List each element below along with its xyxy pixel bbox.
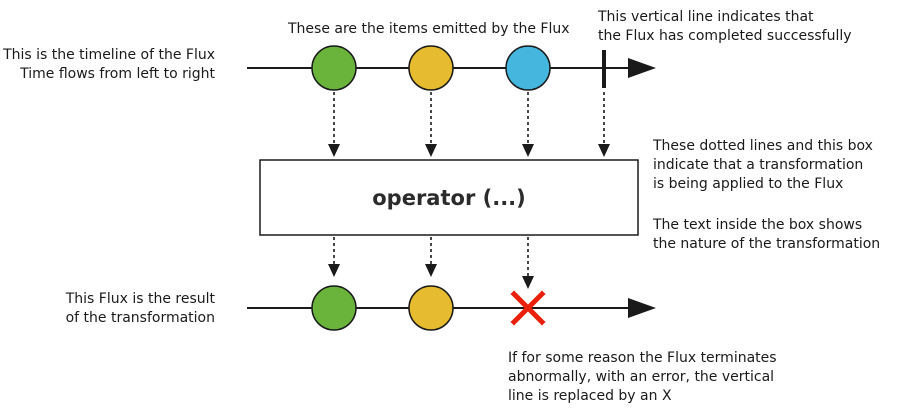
error-annotation-line: If for some reason the Flux terminates (508, 350, 777, 366)
items-annotation-line: These are the items emitted by the Flux (288, 21, 570, 37)
error-annotation: If for some reason the Flux terminates a… (508, 349, 777, 406)
operator-box (259, 159, 639, 236)
result-annotation-line: of the transformation (65, 310, 215, 326)
dotted-annotation: These dotted lines and this box indicate… (653, 137, 873, 194)
box-text-annotation-line: The text inside the box shows (653, 217, 863, 233)
input-arrowheads (328, 144, 610, 157)
completion-annotation: This vertical line indicates that the Fl… (598, 8, 852, 46)
completion-annotation-line: This vertical line indicates that (598, 9, 814, 25)
source-marble-green (311, 45, 357, 91)
dotted-annotation-line: indicate that a transformation (653, 157, 864, 173)
timeline-annotation-line: This is the timeline of the Flux (3, 47, 215, 63)
dotted-annotation-line: These dotted lines and this box (653, 138, 873, 154)
box-text-annotation-line: the nature of the transformation (653, 236, 881, 252)
error-annotation-line: abnormally, with an error, the vertical (508, 369, 775, 385)
timeline-annotation-line: Time flows from left to right (20, 66, 215, 82)
result-marble-yellow (408, 285, 454, 331)
result-timeline-arrowhead (628, 298, 656, 318)
dotted-annotation-line: is being applied to the Flux (653, 176, 844, 192)
source-marble-yellow (408, 45, 454, 91)
source-marble-blue (505, 45, 551, 91)
error-annotation-line: line is replaced by an X (508, 388, 672, 404)
error-x-icon (510, 290, 546, 326)
timeline-annotation: This is the timeline of the Flux Time fl… (3, 46, 215, 84)
items-annotation: These are the items emitted by the Flux (288, 20, 570, 39)
output-dotted-arrows (333, 237, 529, 278)
result-annotation-line: This Flux is the result (65, 291, 215, 307)
result-annotation: This Flux is the result of the transform… (66, 290, 215, 328)
result-marble-green (311, 285, 357, 331)
completion-annotation-line: the Flux has completed successfully (598, 28, 852, 44)
input-dotted-arrows (333, 92, 605, 146)
box-text-annotation: The text inside the box shows the nature… (653, 216, 880, 254)
source-timeline-arrowhead (628, 58, 656, 78)
output-arrowheads (328, 264, 534, 289)
operator-label: operator (...) (372, 185, 526, 210)
